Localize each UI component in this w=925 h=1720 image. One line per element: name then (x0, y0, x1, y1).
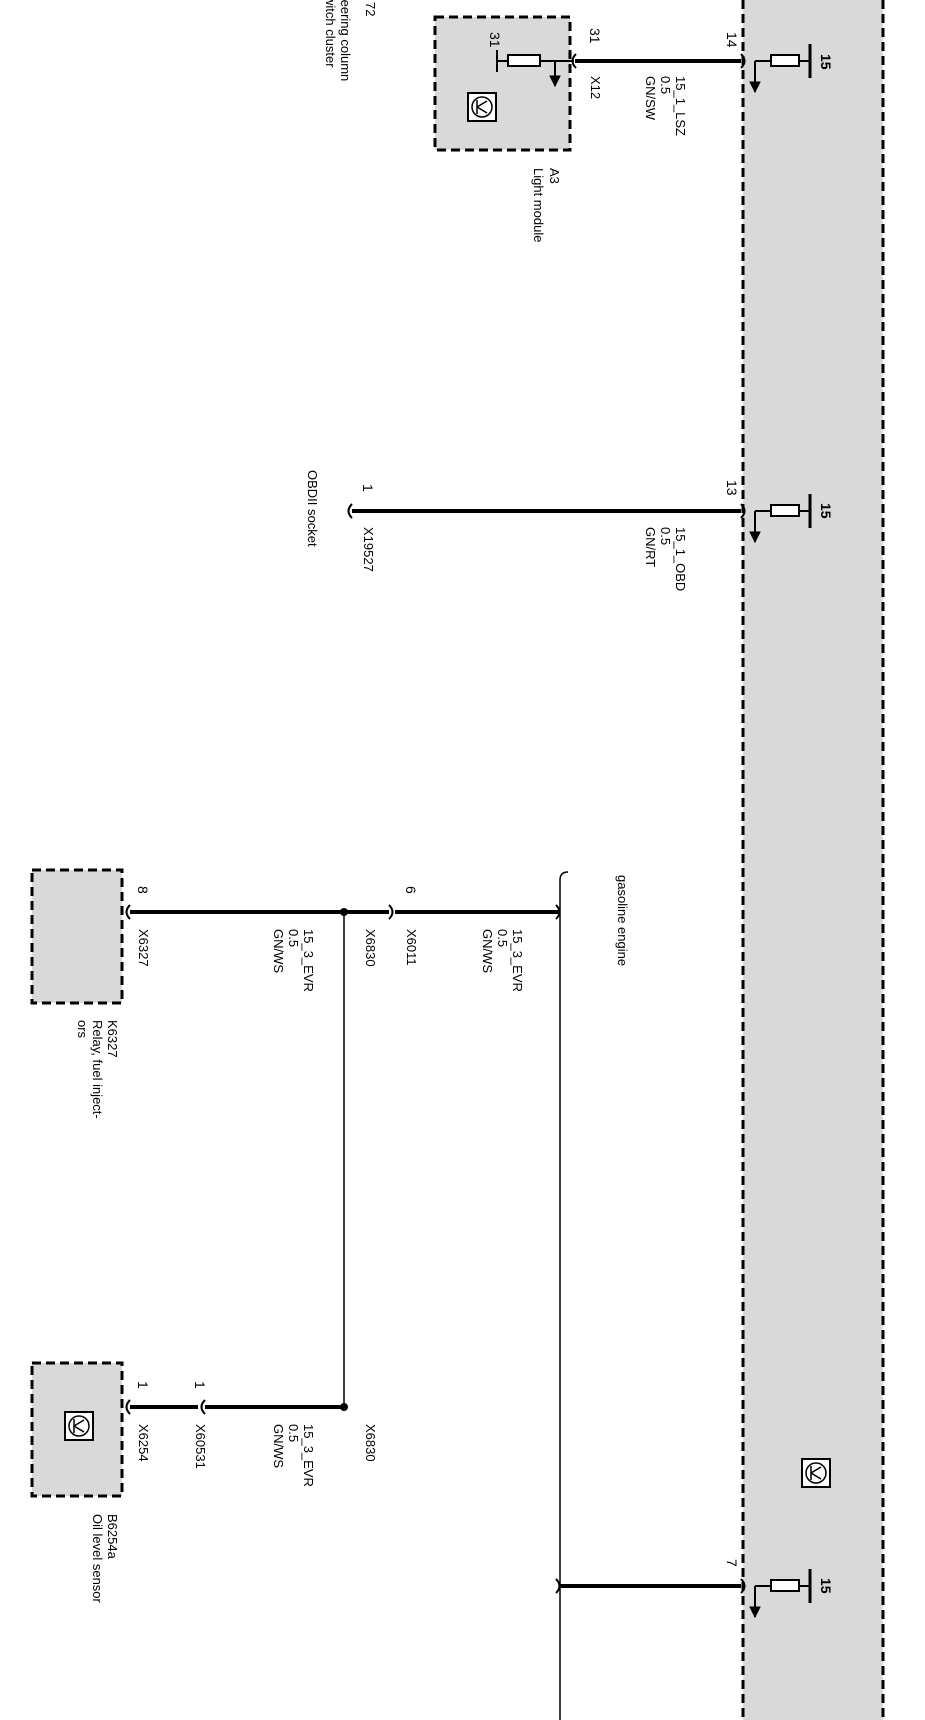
module-pin-7-label: 7 (724, 1559, 740, 1567)
gasoline-engine-label: gasoline engine (615, 875, 630, 967)
light-module-box (433, 15, 572, 152)
light-module-pull-resistor (496, 50, 574, 88)
light-module-id: A3 (547, 168, 562, 184)
light-module-electronics-icon (467, 92, 497, 122)
module-pin-7-fork (740, 1578, 746, 1594)
fuse-assembly-13 (749, 494, 812, 544)
steering-column-id: 72 (363, 2, 378, 17)
fuse-assembly-14 (749, 44, 812, 94)
connector-x60531-fork (200, 1399, 206, 1415)
connector-x60531-label: X60531 (193, 1424, 208, 1469)
module-electronics-icon (801, 1458, 831, 1488)
gasoline-engine-bracket (559, 871, 569, 1720)
steering-column-line2: witch cluster (323, 0, 338, 68)
connector-x6011-fork (388, 904, 394, 920)
wire-lsz-color: GN/SW (643, 76, 658, 121)
oil-sensor-connector-label: X6254 (136, 1424, 151, 1462)
oil-sensor-pin-fork (125, 1399, 131, 1415)
wire-evr-upper-color: GN/WS (480, 929, 495, 974)
oil-sensor-pin-label: 1 (135, 1381, 151, 1389)
light-module-connector: X12 (588, 76, 603, 100)
fuse-15-label-1: 15 (818, 54, 834, 70)
wire-evr-relay-size: 0.5 (286, 929, 301, 948)
wire-evr-upper-size: 0.5 (495, 929, 510, 948)
control-module-body (743, 0, 883, 1720)
wire-evr-oil-size: 0.5 (286, 1424, 301, 1443)
obd-socket-fork (347, 503, 353, 519)
relay-id-label: K6327 (105, 1020, 120, 1058)
module-pin-13-fork (740, 503, 746, 519)
fuse-assembly-7 (749, 1569, 812, 1619)
connector-x6011-label: X6011 (404, 929, 419, 966)
relay-pin-label: 8 (135, 886, 151, 894)
connector-x6011-pin: 6 (403, 886, 419, 894)
light-module-pin-fork (571, 53, 577, 69)
gasoline-bracket-fork-lower (555, 1578, 561, 1594)
wire-evr-oil-name: 15_3_EVR (301, 1424, 316, 1487)
splice-x6830-label-lower: X6830 (363, 1424, 378, 1462)
light-module-pin-inner: 31 (487, 32, 503, 48)
oil-sensor-id-label: B6254a (105, 1514, 120, 1559)
relay-pin-fork (125, 904, 131, 920)
splice-x6830-label-upper: X6830 (363, 929, 378, 967)
light-module-pin-outer: 31 (587, 28, 603, 44)
module-pin-14-label: 14 (724, 32, 740, 48)
wire-obd-size: 0.5 (658, 527, 673, 546)
oil-sensor-name-label: Oil level sensor (90, 1514, 105, 1603)
wire-evr-oil-color: GN/WS (271, 1424, 286, 1469)
obd-pin-label: 1 (360, 484, 376, 492)
wire-obd-color: GN/RT (643, 527, 658, 568)
wire-lsz-name: 15_1_LSZ (673, 76, 688, 136)
wire-obd-name: 15_1_OBD (673, 527, 688, 592)
connector-x60531-pin: 1 (192, 1381, 208, 1389)
fuse-15-label-3: 15 (818, 1578, 834, 1594)
oil-sensor-electronics-icon (64, 1411, 94, 1441)
wire-lsz-size: 0.5 (658, 76, 673, 95)
module-pin-13-label: 13 (724, 480, 740, 496)
relay-connector-label: X6327 (136, 929, 151, 967)
relay-k6327-box (30, 868, 124, 1005)
obd-socket-name: OBDII socket (305, 470, 320, 547)
relay-name-line2: ors (75, 1020, 90, 1039)
module-pin-14-fork (740, 53, 746, 69)
wire-evr-upper-name: 15_3_EVR (510, 929, 525, 992)
wire-evr-relay-name: 15_3_EVR (301, 929, 316, 992)
steering-column-line1: teering column (338, 0, 353, 82)
wire-evr-relay-color: GN/WS (271, 929, 286, 974)
relay-name-line1: Relay, fuel inject- (90, 1020, 105, 1119)
obd-connector-label: X19527 (361, 527, 376, 572)
light-module-name: Light module (531, 168, 546, 243)
fuse-15-label-2: 15 (818, 503, 834, 519)
